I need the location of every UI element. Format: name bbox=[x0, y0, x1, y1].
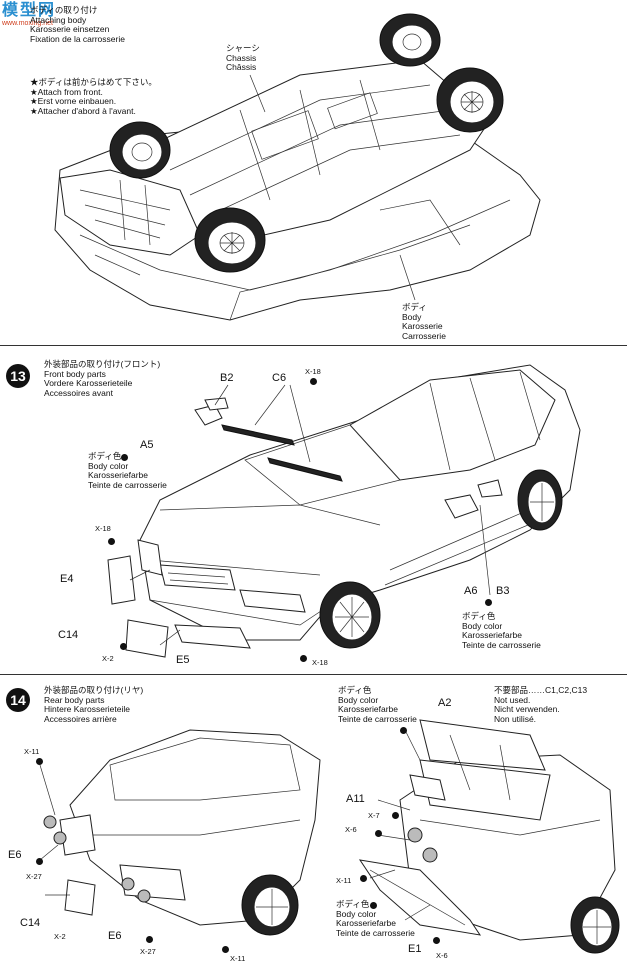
screw-dot bbox=[375, 830, 382, 837]
screw-x11-left: X-11 bbox=[24, 747, 40, 756]
part-c6: C6 bbox=[272, 372, 287, 384]
part-c14: C14 bbox=[58, 629, 79, 641]
step14-title: 外装部品の取り付け(リヤ) Rear body parts Hintere Ka… bbox=[44, 685, 144, 724]
screw-dot bbox=[36, 758, 43, 765]
part-a11: A11 bbox=[346, 793, 365, 805]
step14-color-bottom: ボディ色 Body color Karosseriefarbe Teinte d… bbox=[336, 899, 415, 938]
screw-dot bbox=[146, 936, 153, 943]
step12-chassis-label: シャーシ Chassis Châssis bbox=[226, 43, 260, 72]
watermark-logo: 模型网 www.moxing.net bbox=[2, 2, 66, 32]
part-c14-rear: C14 bbox=[20, 917, 41, 929]
screw-dot bbox=[392, 812, 399, 819]
step12-drawing bbox=[54, 13, 541, 321]
step13-color-a5: ボディ色 Body color Karosseriefarbe Teinte d… bbox=[88, 451, 167, 490]
color-dot bbox=[370, 902, 377, 909]
part-b3: B3 bbox=[496, 585, 510, 597]
screw-x11-right: X-11 bbox=[336, 876, 352, 885]
screw-dot bbox=[108, 538, 115, 545]
step13-title: 外装部品の取り付け(フロント) Front body parts Vordere… bbox=[44, 359, 161, 398]
color-dot bbox=[485, 599, 492, 606]
part-b2: B2 bbox=[220, 372, 234, 384]
step12-note: ★ボディは前からはめて下さい。 ★Attach from front. ★Ers… bbox=[30, 77, 157, 116]
step14-right-drawing bbox=[358, 719, 620, 954]
part-e5: E5 bbox=[176, 654, 190, 666]
part-e6-left: E6 bbox=[8, 849, 22, 861]
screw-x6-top: X-6 bbox=[345, 825, 357, 834]
screw-x27-left: X-27 bbox=[26, 872, 42, 881]
part-e6-right: E6 bbox=[108, 930, 122, 942]
color-dot bbox=[121, 454, 128, 461]
color-dot bbox=[400, 727, 407, 734]
watermark-top: 模型网 bbox=[2, 2, 57, 19]
screw-dot bbox=[120, 643, 127, 650]
screw-x18-left: X-18 bbox=[95, 524, 111, 533]
step13-drawing bbox=[107, 364, 581, 658]
step13-number: 13 bbox=[6, 364, 30, 388]
step14-not-used: 不要部品……C1,C2,C13 Not used. Nicht verwende… bbox=[494, 685, 588, 724]
screw-x18-bottom: X-18 bbox=[312, 658, 328, 667]
part-a5: A5 bbox=[140, 439, 154, 451]
screw-dot bbox=[360, 875, 367, 882]
step14-color-top: ボディ色 Body color Karosseriefarbe Teinte d… bbox=[338, 685, 417, 724]
step13-color-a6: ボディ色 Body color Karosseriefarbe Teinte d… bbox=[462, 611, 541, 650]
step14-number: 14 bbox=[6, 688, 30, 712]
screw-dot bbox=[222, 946, 229, 953]
watermark-url: www.moxing.net bbox=[2, 20, 53, 27]
divider-2 bbox=[0, 674, 627, 675]
screw-dot bbox=[310, 378, 317, 385]
step12-body-label: ボディ Body Karosserie Carrosserie bbox=[402, 302, 446, 341]
part-a6: A6 bbox=[464, 585, 478, 597]
screw-x2: X-2 bbox=[102, 654, 114, 663]
screw-dot bbox=[36, 858, 43, 865]
divider-1 bbox=[0, 345, 627, 346]
part-a2: A2 bbox=[438, 697, 452, 709]
screw-dot bbox=[300, 655, 307, 662]
step14-drawing bbox=[39, 729, 321, 936]
part-e4: E4 bbox=[60, 573, 74, 585]
screw-x27-right: X-27 bbox=[140, 947, 156, 956]
step12-title: ボディの取り付け Attaching body Karosserie einse… bbox=[30, 5, 125, 44]
screw-x2-rear: X-2 bbox=[54, 932, 66, 941]
screw-x6-bottom: X-6 bbox=[436, 951, 448, 960]
screw-dot bbox=[433, 937, 440, 944]
part-e1: E1 bbox=[408, 943, 422, 955]
screw-x7: X-7 bbox=[368, 811, 380, 820]
screw-x18-top: X-18 bbox=[305, 367, 321, 376]
screw-x11-bottom: X-11 bbox=[230, 954, 246, 963]
